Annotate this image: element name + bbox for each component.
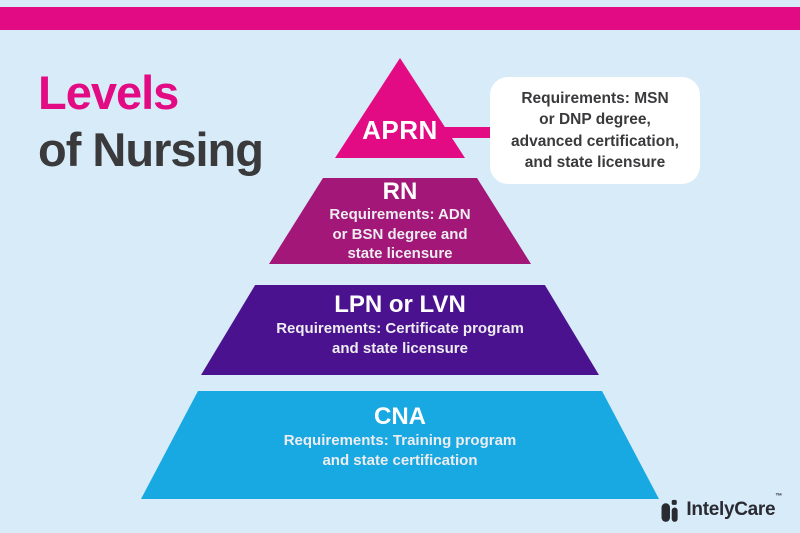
pyramid-level-cna: CNA Requirements: Training program and s… [141,391,659,499]
top-accent-bar [0,7,800,30]
callout-line-3: advanced certification, [511,132,679,150]
trademark-symbol: ™ [775,493,782,500]
pyramid-level-aprn: APRN [335,58,465,158]
title-line-of-nursing: of Nursing [38,123,264,176]
pyramid-level-rn: RN Requirements: ADN or BSN degree and s… [269,178,531,264]
title-line-levels: Levels [38,66,179,119]
aprn-label: APRN [362,115,438,145]
rn-requirements-line-2: or BSN degree and [332,225,468,243]
cna-requirements-line-1: Requirements: Training program [283,432,517,449]
lpn-requirements-line-1: Requirements: Certificate program [276,320,524,337]
intelycare-logo: IntelyCare™ [659,493,782,523]
rn-requirements-line-3: state licensure [347,245,453,262]
lpn-lvn-label: LPN or LVN [334,291,466,318]
rn-label: RN [382,178,418,205]
pyramid-level-lpn-lvn: LPN or LVN Requirements: Certificate pro… [201,285,599,375]
page-title: Levels of Nursing [38,64,264,178]
callout-line-1: Requirements: MSN [521,89,669,107]
aprn-callout-connector-line [430,127,494,138]
intelycare-logo-text: IntelyCare™ [686,493,782,520]
callout-line-4: and state licensure [524,154,666,171]
cna-label: CNA [374,403,426,430]
intelycare-logo-icon [661,499,679,522]
aprn-requirements-callout: Requirements: MSN or DNP degree, advance… [490,77,700,184]
callout-line-2: or DNP degree, [539,111,651,128]
rn-requirements-line-1: Requirements: ADN [329,206,471,223]
cna-requirements-line-2: and state certification [322,451,478,469]
lpn-requirements-line-2: and state licensure [332,339,468,357]
